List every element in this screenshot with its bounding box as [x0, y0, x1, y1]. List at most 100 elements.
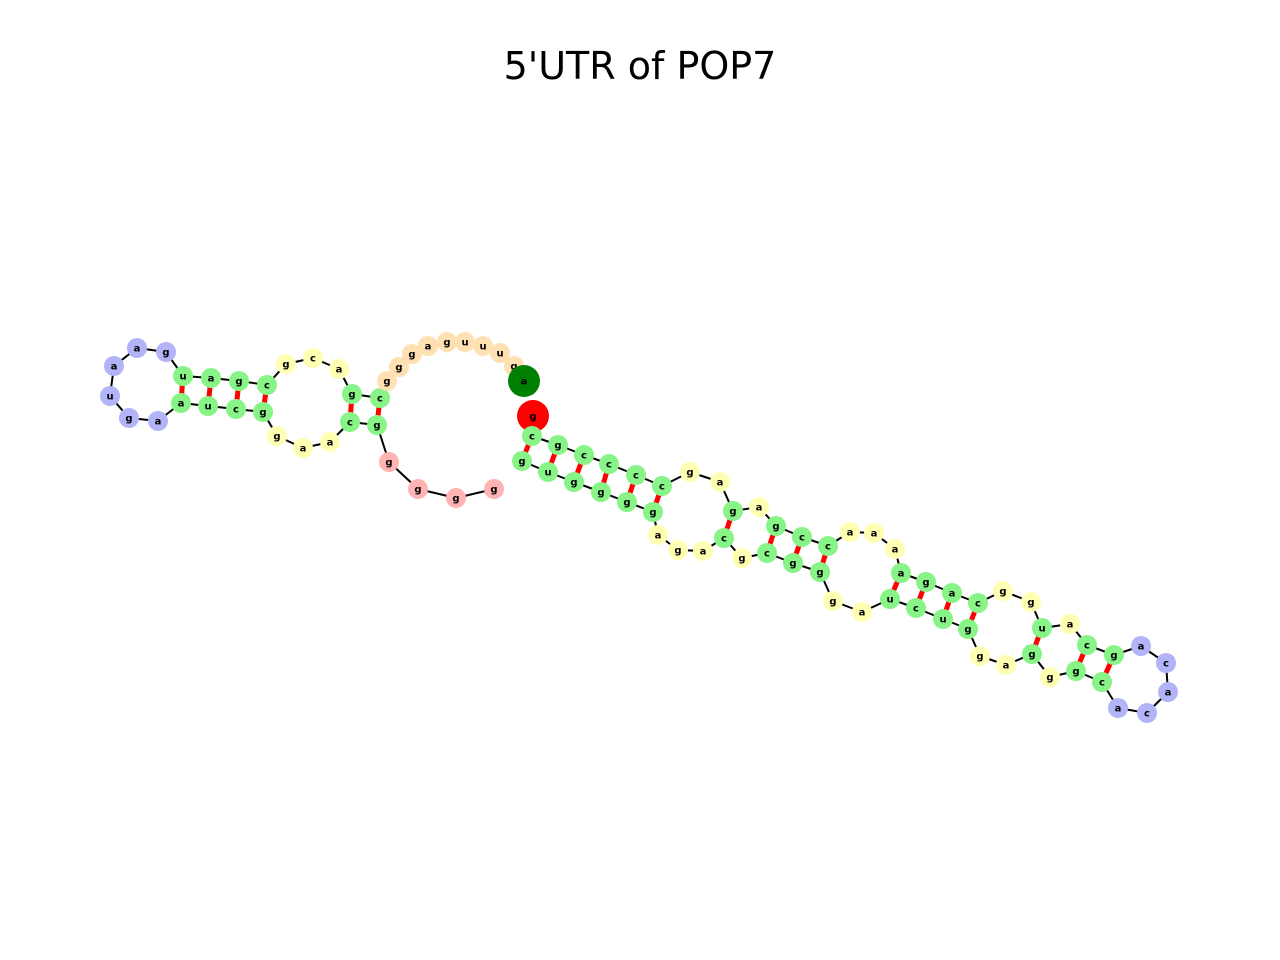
nucleotide-letter: a	[859, 608, 866, 619]
nucleotide-circle	[864, 523, 884, 543]
nucleotide-letter: c	[1163, 659, 1169, 670]
nucleotide-letter: c	[581, 451, 587, 462]
nucleotide: u	[490, 343, 510, 363]
nucleotide-letter: a	[1067, 620, 1074, 631]
nucleotide-letter: c	[606, 460, 612, 471]
nucleotide-letter: u	[496, 349, 503, 360]
nucleotide: c	[370, 388, 390, 408]
nucleotide-letter: g	[395, 363, 402, 374]
nucleotide: a	[749, 497, 769, 517]
nucleotide: a	[104, 356, 124, 376]
nucleotide-letter: u	[479, 342, 486, 353]
nucleotide-circle	[1032, 618, 1052, 638]
nucleotide-circle	[1104, 645, 1124, 665]
nucleotide-letter: g	[510, 362, 517, 373]
nucleotide: a	[648, 525, 668, 545]
nucleotide: g	[379, 452, 399, 472]
nucleotide-circle	[714, 528, 734, 548]
nucleotide-letter: g	[282, 360, 289, 371]
nucleotide-letter: c	[721, 534, 727, 545]
nucleotide-circle	[127, 338, 147, 358]
nucleotide-circle	[1108, 698, 1128, 718]
nucleotide-letter: u	[886, 595, 893, 606]
nucleotide-circle	[370, 388, 390, 408]
nucleotide-circle	[885, 539, 905, 559]
nucleotide-letter: a	[1165, 688, 1172, 699]
nucleotide-letter: g	[414, 485, 421, 496]
nucleotide-letter: g	[729, 507, 736, 518]
nucleotide-circle	[512, 451, 532, 471]
nucleotide-letter: g	[385, 458, 392, 469]
nucleotide: g	[810, 562, 830, 582]
nucleotide-circle	[891, 563, 911, 583]
nucleotide-letter: a	[1115, 704, 1122, 715]
nucleotide: a	[693, 541, 713, 561]
diagram-title: 5'UTR of POP7	[503, 44, 777, 88]
nucleotide-letter: g	[1027, 598, 1034, 609]
nucleotide-letter: a	[898, 569, 905, 580]
nucleotide-letter: g	[686, 468, 693, 479]
nucleotide-letter: g	[829, 597, 836, 608]
nucleotide: g	[119, 408, 139, 428]
nucleotide: g	[617, 492, 637, 512]
nucleotide: g	[1022, 644, 1042, 664]
end-marker-nucleotide: g	[517, 400, 549, 432]
nucleotide: a	[171, 393, 191, 413]
nucleotide-circle	[437, 332, 457, 352]
nucleotide-circle	[810, 562, 830, 582]
nucleotide-circle	[996, 655, 1016, 675]
nucleotide: g	[484, 479, 504, 499]
nucleotide-circle	[617, 492, 637, 512]
nucleotide-circle	[652, 476, 672, 496]
nucleotide: g	[1021, 592, 1041, 612]
nucleotide-circle	[408, 479, 428, 499]
nucleotide: a	[1131, 636, 1151, 656]
nucleotide: a	[885, 539, 905, 559]
nucleotide: g	[958, 619, 978, 639]
nucleotide-letter: g	[789, 559, 796, 570]
nucleotide-letter: g	[408, 350, 415, 361]
start-marker-nucleotide: a	[508, 365, 540, 397]
nucleotide: c	[599, 454, 619, 474]
nucleotide-letter: c	[377, 394, 383, 405]
nucleotide-circle	[958, 619, 978, 639]
nucleotide-circle	[446, 488, 466, 508]
nucleotide: g	[1066, 661, 1086, 681]
nucleotide-letter: g	[570, 478, 577, 489]
nucleotide-letter: a	[521, 377, 528, 388]
nucleotide-circle	[668, 540, 688, 560]
nucleotide-letter: g	[738, 554, 745, 565]
nucleotide: c	[652, 476, 672, 496]
nucleotide: a	[1158, 682, 1178, 702]
nucleotide-circle	[766, 516, 786, 536]
nucleotide: u	[473, 336, 493, 356]
nucleotide-letter: u	[461, 338, 468, 349]
nucleotide-circle	[148, 411, 168, 431]
nucleotide: g	[723, 501, 743, 521]
nucleotide-letter: g	[554, 441, 561, 452]
nucleotide: c	[968, 593, 988, 613]
nucleotide-circle	[455, 332, 475, 352]
nucleotide: a	[840, 522, 860, 542]
nucleotide-circle	[723, 501, 743, 521]
nucleotide: g	[993, 581, 1013, 601]
nucleotide-circle	[710, 472, 730, 492]
nucleotide: c	[757, 543, 777, 563]
nucleotide-circle	[473, 336, 493, 356]
nucleotide-circle	[906, 598, 926, 618]
nucleotide-circle	[933, 609, 953, 629]
nucleotide-letter: g	[518, 457, 525, 468]
nucleotide-circle	[367, 415, 387, 435]
nucleotide-circle	[574, 445, 594, 465]
nucleotide: g	[1040, 667, 1060, 687]
nucleotide-letter: u	[179, 372, 186, 383]
nucleotide: c	[792, 527, 812, 547]
nucleotide: a	[891, 563, 911, 583]
nucleotide: c	[303, 348, 323, 368]
nucleotide-circle	[942, 583, 962, 603]
nucleotide: g	[367, 415, 387, 435]
nucleotide-letter: u	[939, 615, 946, 626]
nucleotide: g	[970, 646, 990, 666]
nucleotide-letter: c	[799, 533, 805, 544]
nucleotide-circle	[548, 435, 568, 455]
